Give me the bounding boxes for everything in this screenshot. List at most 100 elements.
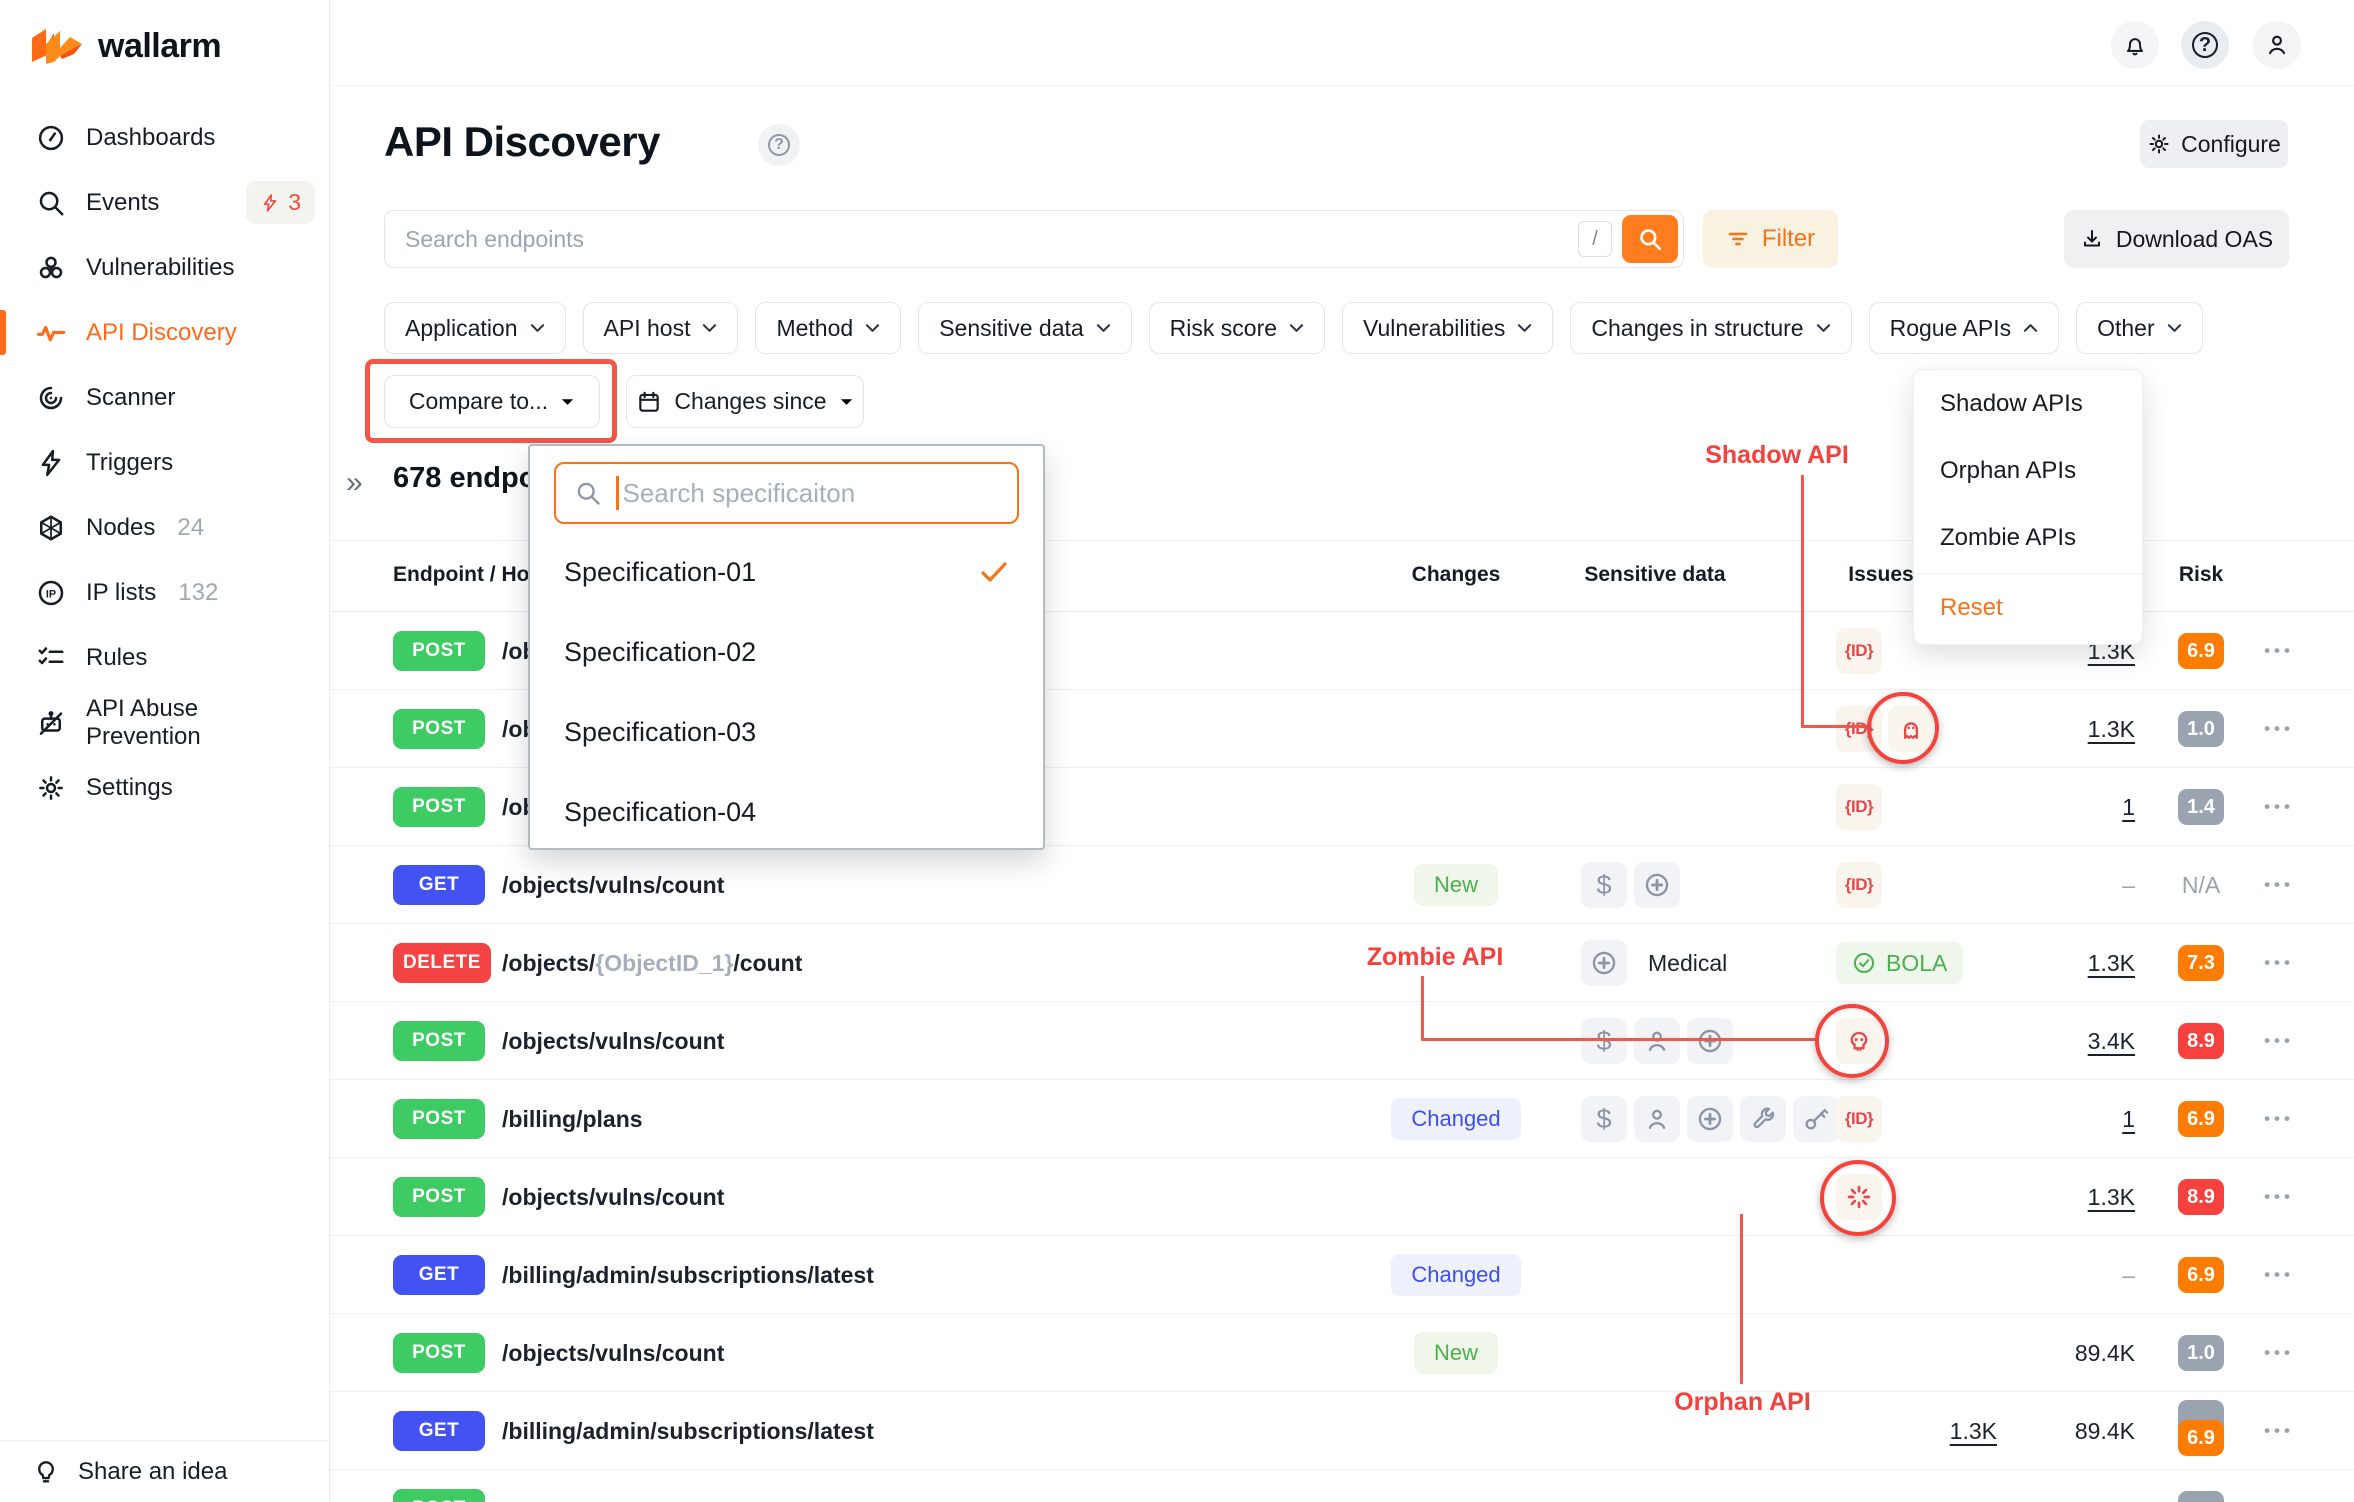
hits-value: 89.4K xyxy=(2074,1417,2135,1444)
table-row[interactable]: POST xyxy=(330,1470,2354,1502)
hits-value[interactable]: 1 xyxy=(2122,1105,2135,1132)
filter-chip-label: Method xyxy=(776,314,854,341)
risk-badge: 8.9 xyxy=(2178,1179,2224,1215)
issues-cell: {ID} xyxy=(1836,1080,1882,1158)
download-oas-button[interactable]: Download OAS xyxy=(2064,210,2289,268)
account-button[interactable] xyxy=(2253,21,2301,69)
filter-chip-other[interactable]: Other xyxy=(2076,302,2203,354)
specification-option-label: Specification-02 xyxy=(564,636,757,667)
rogue-option-shadow-apis[interactable]: Shadow APIs xyxy=(1940,389,2083,417)
row-menu-button[interactable]: ••• xyxy=(2264,719,2294,738)
sidebar-item-label: API Abuse Prevention xyxy=(86,694,201,750)
wallarm-logo[interactable]: wallarm xyxy=(0,0,329,66)
row-menu-button[interactable]: ••• xyxy=(2264,1109,2294,1128)
row-menu-button[interactable]: ••• xyxy=(2264,1031,2294,1050)
specification-option[interactable]: Specification-03 xyxy=(530,692,1043,772)
bolt-icon xyxy=(36,448,66,478)
row-menu-button[interactable]: ••• xyxy=(2264,797,2294,816)
notifications-button[interactable] xyxy=(2111,21,2159,69)
method-badge: POST xyxy=(393,787,485,827)
specification-option[interactable]: Specification-01 xyxy=(530,532,1043,612)
configure-button[interactable]: Configure xyxy=(2140,120,2288,168)
sidebar-item-rules[interactable]: Rules xyxy=(0,625,329,690)
sidebar-item-api-abuse-prevention[interactable]: API Abuse Prevention xyxy=(0,690,329,755)
sensitive-data-cell: Medical xyxy=(1581,924,1727,1002)
hits-value[interactable]: 1 xyxy=(2122,793,2135,820)
column-header-changes: Changes xyxy=(1411,563,1501,586)
risk-cell: N/A xyxy=(2178,846,2224,924)
hits-value[interactable]: 1.3K xyxy=(2087,1183,2135,1210)
filter-chip-sensitive-data[interactable]: Sensitive data xyxy=(918,302,1132,354)
help-button[interactable]: ? xyxy=(2181,21,2229,69)
specification-search-input[interactable] xyxy=(622,477,999,509)
filter-chip-rogue-apis[interactable]: Rogue APIs xyxy=(1868,302,2060,354)
row-menu-button[interactable]: ••• xyxy=(2264,1187,2294,1206)
title-help-button[interactable]: ? xyxy=(758,124,800,166)
risk-cell: 6.9 xyxy=(2178,1236,2224,1314)
changes-cell: Changed xyxy=(1376,1236,1536,1314)
compare-to-dropdown[interactable]: Compare to... xyxy=(384,375,600,428)
search-input[interactable] xyxy=(385,225,1578,253)
rogue-reset-button[interactable]: Reset xyxy=(1940,594,2003,621)
hits-value: – xyxy=(2122,1261,2135,1288)
hits-value[interactable]: 3.4K xyxy=(2087,1027,2135,1054)
filter-chip-application[interactable]: Application xyxy=(384,302,566,354)
sidebar-item-scanner[interactable]: Scanner xyxy=(0,365,329,430)
person-icon xyxy=(1634,1096,1680,1142)
specification-option[interactable]: Specification-02 xyxy=(530,612,1043,692)
row-menu-button[interactable]: ••• xyxy=(2264,953,2294,972)
row-menu-button[interactable]: ••• xyxy=(2264,1265,2294,1284)
changes-since-dropdown[interactable]: Changes since xyxy=(626,375,864,428)
filter-button[interactable]: Filter xyxy=(1703,210,1838,268)
column-header-issues: Issues xyxy=(1848,563,1914,586)
rogue-option-zombie-apis[interactable]: Zombie APIs xyxy=(1940,523,2077,551)
filter-chip-vulnerabilities[interactable]: Vulnerabilities xyxy=(1342,302,1554,354)
risk-cell: 8.9 xyxy=(2178,1002,2224,1080)
share-an-idea-button[interactable]: Share an idea xyxy=(0,1440,329,1502)
search-button[interactable] xyxy=(1622,215,1678,263)
row-menu-button[interactable]: ••• xyxy=(2264,1343,2294,1362)
sidebar-item-vulnerabilities[interactable]: Vulnerabilities xyxy=(0,235,329,300)
filter-chip-api-host[interactable]: API host xyxy=(582,302,739,354)
collapse-panel-icon[interactable]: » xyxy=(346,466,363,499)
filter-chip-changes-in-structure[interactable]: Changes in structure xyxy=(1570,302,1852,354)
hits-value[interactable]: 1.3K xyxy=(2087,949,2135,976)
risk-badge xyxy=(2178,1491,2224,1502)
hits-value[interactable]: 1.3K xyxy=(2087,715,2135,742)
filter-chip-label: Changes in structure xyxy=(1591,314,1804,341)
pulse-icon xyxy=(36,318,66,348)
key-icon xyxy=(1793,1096,1839,1142)
row-menu-button[interactable]: ••• xyxy=(2264,641,2294,660)
sidebar-item-settings[interactable]: Settings xyxy=(0,755,329,820)
rogue-option-orphan-apis[interactable]: Orphan APIs xyxy=(1940,456,2077,484)
specification-option[interactable]: Specification-04 xyxy=(530,772,1043,852)
row-menu-button[interactable]: ••• xyxy=(2264,1421,2294,1440)
skull-icon xyxy=(1836,1018,1882,1064)
row-menu-button[interactable]: ••• xyxy=(2264,875,2294,894)
ip-icon: IP xyxy=(36,578,66,608)
sidebar-item-triggers[interactable]: Triggers xyxy=(0,430,329,495)
filter-chip-risk-score[interactable]: Risk score xyxy=(1148,302,1326,354)
sidebar-item-label: IP lists xyxy=(86,578,157,606)
sidebar-item-api-discovery[interactable]: API Discovery xyxy=(0,300,329,365)
sidebar-item-dashboards[interactable]: Dashboards xyxy=(0,105,329,170)
count-link[interactable]: 1.3K xyxy=(1949,1417,1997,1444)
sidebar-item-label: Rules xyxy=(86,643,148,671)
filter-chip-method[interactable]: Method xyxy=(755,302,902,354)
risk-cell: 1.0 xyxy=(2178,1314,2224,1392)
